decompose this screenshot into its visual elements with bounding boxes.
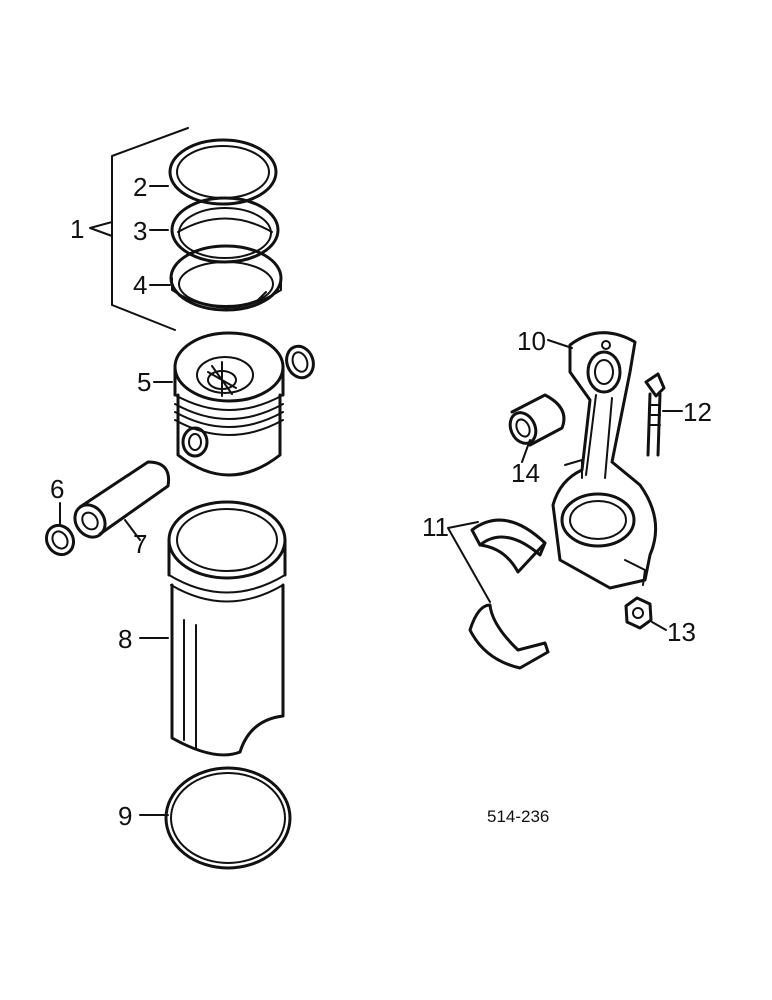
ring-set-bracket [111, 127, 189, 331]
bearing-shell-lower [468, 603, 550, 670]
leader-7 [124, 519, 141, 541]
leader-10 [547, 339, 573, 349]
connecting-rod [551, 331, 658, 590]
small-end-bush [508, 393, 566, 447]
callout-6: 6 [50, 474, 64, 504]
callout-5: 5 [137, 367, 151, 397]
callout-2: 2 [133, 172, 147, 202]
bearing-shell-upper [470, 518, 547, 574]
piston [173, 331, 285, 477]
rod-nut [624, 596, 653, 630]
callout-10: 10 [517, 326, 546, 356]
leader-14 [521, 439, 531, 463]
drawing-code: 514-236 [487, 807, 549, 826]
ring-oil-control [169, 244, 283, 312]
piston-pin [73, 460, 171, 539]
callout-4: 4 [133, 270, 147, 300]
leader-13 [651, 621, 667, 631]
callout-14: 14 [511, 458, 540, 488]
callout-7: 7 [133, 529, 147, 559]
callout-13: 13 [667, 617, 696, 647]
callout-12: 12 [683, 397, 712, 427]
callout-3: 3 [133, 216, 147, 246]
callout-1: 1 [70, 214, 84, 244]
ring-set-leader [89, 221, 113, 237]
o-ring-seal [164, 766, 292, 870]
bearing-shell-leader [447, 521, 491, 603]
ring-compression-top [168, 138, 278, 206]
cylinder-liner [167, 500, 287, 757]
circlip-right [285, 344, 315, 380]
rod-bolt [644, 372, 666, 457]
callout-8: 8 [118, 624, 132, 654]
callout-9: 9 [118, 801, 132, 831]
callout-11: 11 [422, 512, 449, 542]
circlip-left [44, 523, 76, 557]
